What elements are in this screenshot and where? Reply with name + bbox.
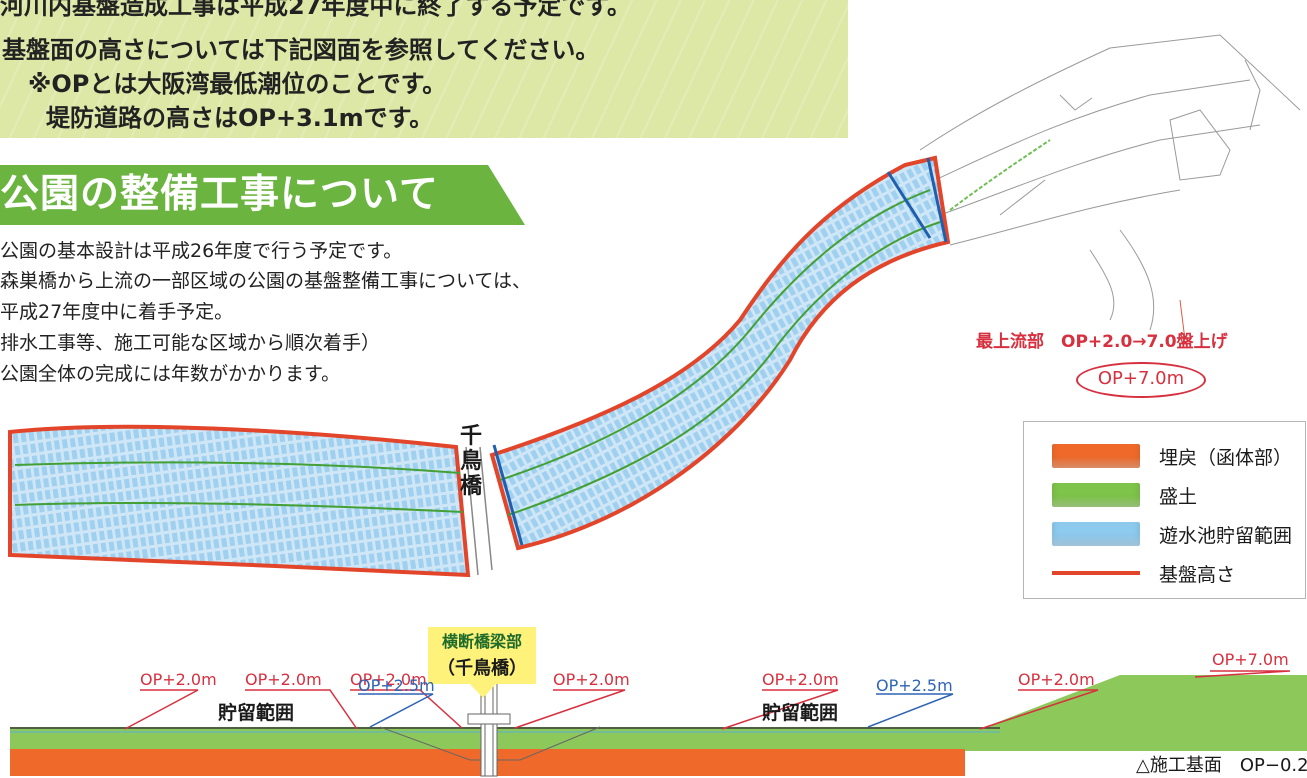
op-blue-label-2: OP+2.5m xyxy=(876,676,953,695)
bridge-callout xyxy=(428,627,536,684)
ground-layer-right xyxy=(965,749,1307,751)
left-fill-line-2 xyxy=(14,501,464,513)
notice-line-2: 基盤面の高さについては下記図面を参照してください。 xyxy=(2,36,600,64)
description-line-3: 平成27年度中に着手予定。 xyxy=(0,301,234,323)
description-line-1: 公園の基本設計は平成26年度で行う予定です。 xyxy=(0,240,403,262)
legend-item-base-height: 基盤高さ xyxy=(1024,557,1305,587)
left-fill-line-1 xyxy=(14,461,461,474)
legend-item-embankment: 盛土 xyxy=(1024,479,1305,509)
bridge-name-vertical: 千 鳥 橋 xyxy=(458,424,484,499)
legend-item-storage: 遊水池貯留範囲 xyxy=(1024,518,1305,548)
upstream-op-ellipse xyxy=(1076,362,1206,398)
notice-box xyxy=(0,0,848,138)
upstream-transect-line-1 xyxy=(886,171,932,239)
upstream-raise-label: 最上流部 OP+2.0→7.0盤上げ xyxy=(976,332,1228,352)
op-leader-lines xyxy=(124,670,1291,730)
description-line-5: 公園全体の完成には年数がかかります。 xyxy=(0,363,341,385)
legend-swatch-backfill xyxy=(1052,444,1140,468)
notice-line-1: 河川内基盤造成工事は平成27年度中に終了する予定です。 xyxy=(0,0,631,20)
section-title: 公園の整備工事について xyxy=(0,172,439,217)
upstream-transect-line-2 xyxy=(926,157,948,243)
legend-label-base-height: 基盤高さ xyxy=(1159,564,1236,586)
storage-label-1: 貯留範囲 xyxy=(218,702,295,724)
legend-box: 埋戻（函体部） 盛土 遊水池貯留範囲 基盤高さ xyxy=(1023,421,1306,599)
bridge-callout-pointer xyxy=(470,684,496,698)
description-line-2: 森巣橋から上流の一部区域の公園の基盤整備工事については、 xyxy=(0,270,532,292)
op-label-7: OP+7.0m xyxy=(1212,650,1289,669)
bridge-callout-subtitle: （千鳥橋） xyxy=(437,658,527,679)
main-fill-line-2 xyxy=(507,221,941,516)
op-label-5: OP+2.0m xyxy=(762,670,839,689)
legend-swatch-embankment xyxy=(1052,483,1140,507)
bridge-deck-left xyxy=(465,446,479,576)
op-label-6: OP+2.0m xyxy=(1018,670,1095,689)
bridge-char-3: 橋 xyxy=(459,474,482,499)
main-fill-line-1 xyxy=(499,189,931,481)
left-storage-area xyxy=(8,424,471,578)
base-level-note: △施工基面 OP−0.2m xyxy=(1136,755,1307,776)
storage-label-2: 貯留範囲 xyxy=(762,702,839,724)
legend-label-embankment: 盛土 xyxy=(1159,486,1198,508)
section-banner xyxy=(0,165,525,225)
notice-line-3: ※OPとは大阪湾最低潮位のことです。 xyxy=(28,70,447,98)
legend-label-backfill: 埋戻（函体部） xyxy=(1159,447,1293,469)
op-label-4: OP+2.0m xyxy=(553,670,630,689)
op-label-1: OP+2.0m xyxy=(140,670,217,689)
bridge-char-1: 千 xyxy=(459,424,482,449)
notice-line-4: 堤防道路の高さはOP+3.1mです。 xyxy=(46,104,434,132)
op-blue-label-1: OP+2.5m xyxy=(358,676,435,695)
bridge-callout-title: 横断橋梁部 xyxy=(441,632,522,651)
legend-swatch-storage xyxy=(1052,522,1140,546)
main-storage-area xyxy=(489,155,951,551)
blue-leader-lines xyxy=(358,693,954,728)
bridge-deck-right xyxy=(479,446,493,571)
upstream-sketch xyxy=(919,34,1301,341)
legend-label-storage: 遊水池貯留範囲 xyxy=(1159,525,1293,547)
op-label-3: OP+2.0m xyxy=(350,670,427,689)
legend-item-backfill: 埋戻（函体部） xyxy=(1024,440,1305,470)
ground-layer-left xyxy=(10,727,1000,749)
bridge-deck xyxy=(467,713,511,725)
bridge-char-2: 鳥 xyxy=(459,449,482,474)
raised-embankment xyxy=(985,675,1307,749)
upstream-fill-line xyxy=(949,139,1051,211)
op-label-2: OP+2.0m xyxy=(245,670,322,689)
upstream-op-value: OP+7.0m xyxy=(1097,368,1185,389)
legend-swatch-base-height xyxy=(1052,571,1140,575)
description-line-4: 排水工事等、施工可能な区域から順次着手） xyxy=(0,332,381,354)
bridge-transect-line xyxy=(492,444,524,546)
